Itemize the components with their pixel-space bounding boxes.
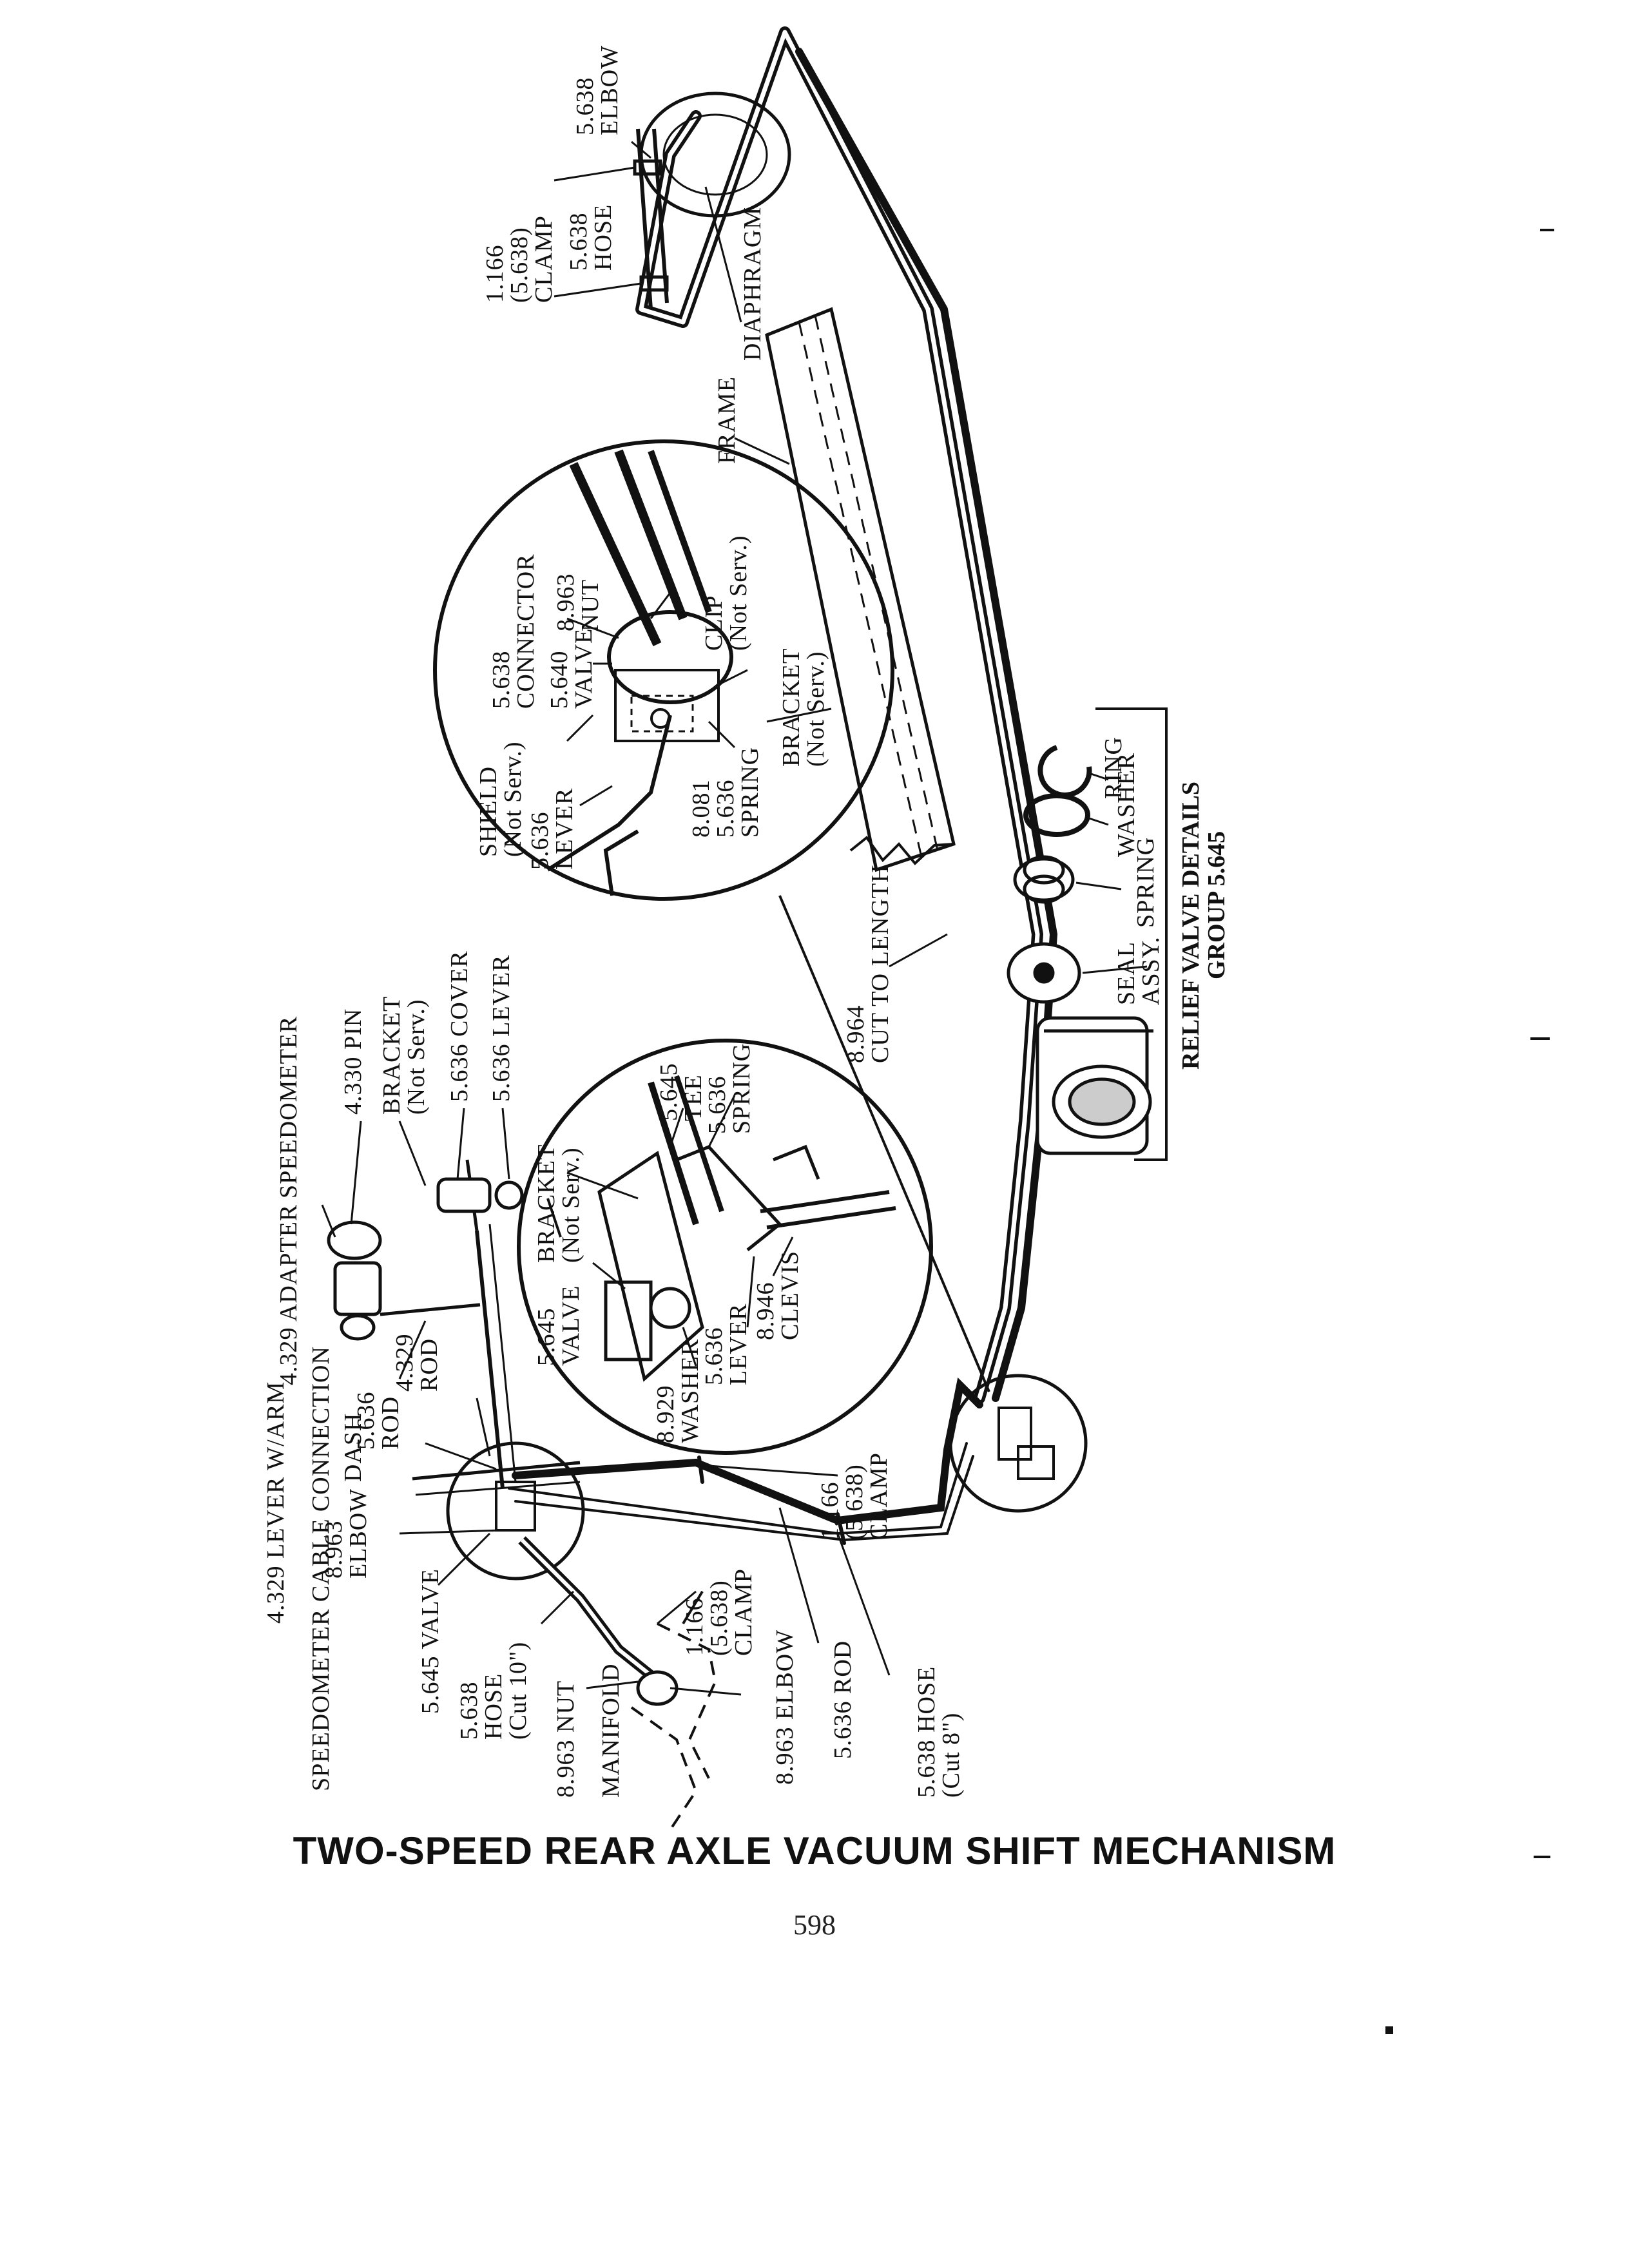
middle-valve-detail-circle [517,1039,933,1455]
label-spring-upper: 8.0815.636SPRING [688,747,764,838]
diaphragm-assembly [633,91,791,310]
label-elbow-top: 5.638ELBOW [572,45,623,135]
label-lever-top: 5.636 LEVER [488,955,515,1102]
dash-valve-circle [412,1441,585,1581]
label-seal-assy: SEALASSY. [1113,936,1164,1005]
labels-lower-left: 4.329 LEVER W/ARM SPEEDOMETER CABLE CONN… [262,1334,965,1798]
label-washer-mid: 8.929WASHER [652,1339,704,1443]
relief-valve-bracket [1095,707,1168,1161]
label-bracket-mid: BRACKET(Not Serv.) [533,1144,584,1263]
labels-middle-circle: 5.645TEE 5.636SPRING BRACKET(Not Serv.) … [533,1043,804,1443]
page-number: 598 [793,1909,836,1941]
label-manifold: MANIFOLD [597,1663,624,1798]
labels-relief-valve: RELIEF VALVE DETAILSGROUP 5.645 RING WAS… [842,736,1230,1070]
leader-line [778,895,990,1392]
label-dash: DASH [340,1413,367,1482]
label-bracket-upper: BRACKET(Not Serv.) [778,648,829,767]
label-nut-8963: 8.963 NUT [552,1680,579,1798]
label-clip: CLIP(Not Serv.) [700,535,752,651]
lower-hose-lines [508,1377,983,1545]
labels-upper-circle: 5.638CONNECTOR 8.963NUT 5.640VALVE CLIP(… [475,535,829,870]
label-adapter: 4.329 ADAPTER [275,1204,302,1385]
label-lever-w-arm: 4.329 LEVER W/ARM [262,1381,289,1624]
label-washer-relief: WASHER [1113,753,1140,857]
label-relief-valve: RELIEF VALVE DETAILSGROUP 5.645 [1177,782,1230,1070]
label-bracket-ns: BRACKET(Not Serv.) [378,996,430,1115]
labels-top: 5.638ELBOW 1.166(5.638)CLAMP 5.638HOSE D… [481,45,766,464]
label-clamp-top: 1.166(5.638)CLAMP [481,215,557,303]
scan-marks [1385,229,1554,2034]
label-spring-relief: SPRING [1132,837,1159,928]
label-lever-upper: 5.636LEVER [526,788,578,870]
label-clamp-low: 1.166(5.638)CLAMP [681,1568,757,1656]
label-hose-cut10: 5.638HOSE(Cut 10") [456,1642,532,1740]
label-valve-mid: 5.645VALVE [533,1285,584,1366]
page-title: TWO-SPEED REAR AXLE VACUUM SHIFT MECHANI… [293,1829,1336,1872]
label-rod-5636: 5.636ROD [352,1392,404,1450]
manifold-hose [518,1536,717,1831]
labels-speedometer: SPEEDOMETER 4.329 ADAPTER 4.330 PIN BRAC… [275,950,515,1385]
label-clevis: 8.946CLEVIS [752,1251,804,1340]
upper-valve-detail-circle [433,439,894,901]
label-connector: 5.638CONNECTOR [488,553,539,709]
label-nut-top: 8.963NUT [552,573,604,632]
label-cut-to-length: 8.964CUT TO LENGTH [842,864,894,1063]
label-clamp-right: 1.166(5.638)CLAMP [816,1452,892,1540]
frame-member [765,307,956,872]
label-speedo-cable: SPEEDOMETER CABLE CONNECTION [307,1346,334,1791]
label-speedometer: SPEEDOMETER [275,1016,302,1198]
label-shield: SHIELD(Not Serv.) [475,742,526,858]
label-hose-cut8: 5.638 HOSE(Cut 8") [913,1666,965,1798]
label-lever-mid: 5.636LEVER [700,1303,752,1385]
label-valve-upper: 5.640VALVE [546,628,597,709]
label-frame: FRAME [713,376,740,464]
speedometer-adapter [327,1177,524,1341]
label-cover: 5.636 COVER [446,950,473,1102]
label-rod-4329: 4.329ROD [391,1334,443,1392]
label-rod-low: 5.636 ROD [829,1640,856,1759]
label-diaphragm: DIAPHRAGM [739,207,766,361]
label-valve-5645: 5.645 VALVE [417,1568,444,1714]
label-spring-mid: 5.636SPRING [704,1043,755,1134]
label-elbow-low: 8.963 ELBOW [771,1629,798,1785]
relief-valve-parts [1007,745,1153,1155]
label-elbow-8963: 8.963ELBOW [320,1488,372,1579]
label-hose-top: 5.638HOSE [565,204,617,271]
label-tee: 5.645TEE [655,1063,707,1122]
label-pin: 4.330 PIN [340,1008,367,1115]
label-ring: RING [1100,736,1127,799]
leader-lines [321,140,1148,1696]
